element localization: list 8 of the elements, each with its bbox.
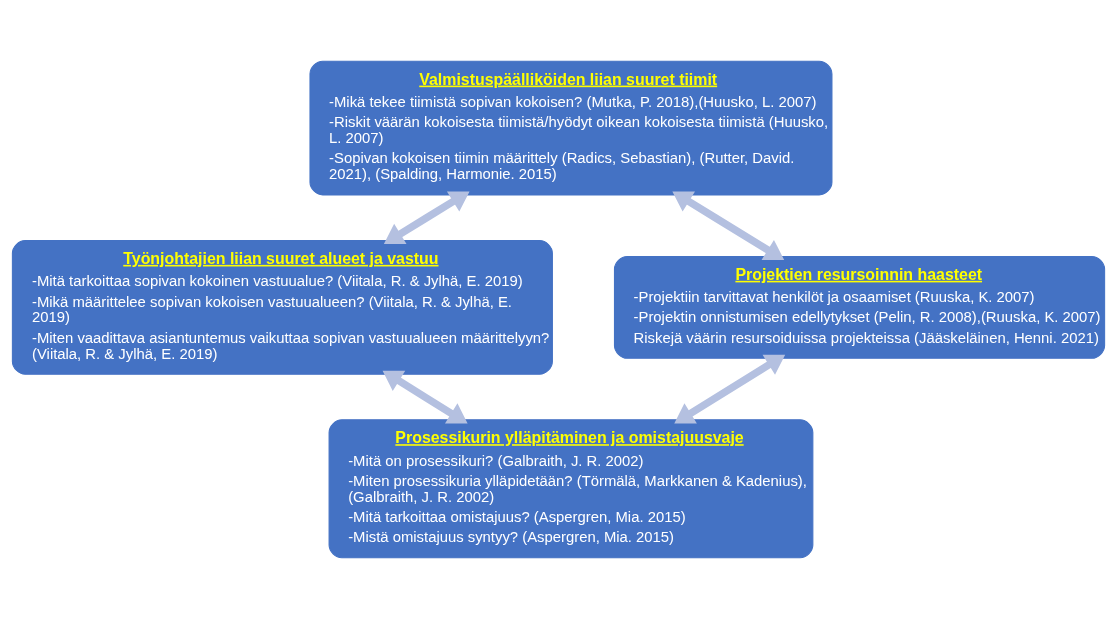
arrow: [672, 190, 785, 260]
arrow: [674, 354, 786, 424]
node-box: Valmistuspäälliköiden liian suuret tiimit -Mikä tekee tiimistä sopivan kokoisen? (Mutka, P. 2018),(Huusko, L. 2007) -Riskit väärän kokoisesta tiimistä/hyödyt oikean kokoisesta tiimistä (Huusko, L. 2007) -Sopivan kokoisen tiimin määrittely (Radics, Sebastian), (Rutter, David. 2021), (Spalding, Harmonie. 2015): [309, 60, 833, 195]
arrow: [383, 190, 470, 244]
arrow: [382, 370, 468, 424]
node-box: Prosessikurin ylläpitäminen ja omistajuusvaje -Mitä on prosessikuri? (Galbraith, J. R. 2002) -Miten prosessikuria ylläpidetään? (Törmälä, Markkanen & Kadenius), (Galbraith, J. R. 2002) -Mitä tarkoittaa omistajuus? (Aspergren, Mia. 2015) -Mistä omistajuus syntyy? (Aspergren, Mia. 2015): [328, 418, 814, 558]
node-box: Projektien resursoinnin haasteet -Projektiin tarvittavat henkilöt ja osaamiset (Ruuska, K. 2007) -Projektin onnistumisen edellytykset (Pelin, R. 2008),(Ruuska, K. 2007) Riskejä väärin resursoiduissa projekteissa (Jääskeläinen, Henni. 2021): [613, 255, 1106, 359]
node-box: Työnjohtajien liian suuret alueet ja vastuu -Mitä tarkoittaa sopivan kokoinen vastuualue? (Viitala, R. & Jylhä, E. 2019) -Mikä määrittelee sopivan kokoisen vastuualueen? (Viitala, R. & Jylhä, E. 2019) -Miten vaadittava asiantuntemus vaikuttaa sopivan vastuualueen määrittelyyn? (Viitala, R. & Jylhä, E. 2019): [11, 239, 553, 375]
